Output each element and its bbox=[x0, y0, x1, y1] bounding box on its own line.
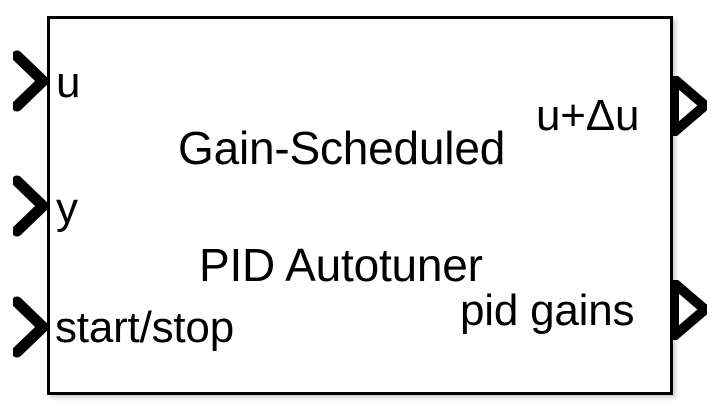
input-label-start-stop: start/stop bbox=[55, 303, 234, 352]
output-port-triangle-icon bbox=[671, 280, 707, 340]
output-port-u-plus-delta-u[interactable] bbox=[671, 76, 707, 136]
input-port-u[interactable] bbox=[13, 50, 49, 112]
block-name-line-1: Gain-Scheduled bbox=[178, 122, 506, 174]
input-label-y: y bbox=[56, 184, 78, 233]
block-name-line-2: PID Autotuner bbox=[199, 239, 483, 291]
output-label-pid-gains: pid gains bbox=[460, 286, 635, 335]
output-port-pid-gains[interactable] bbox=[671, 280, 707, 340]
input-port-chevron-icon bbox=[13, 175, 49, 237]
input-port-chevron-icon bbox=[13, 296, 49, 358]
output-label-u-plus-delta-u: u+Δu bbox=[536, 91, 640, 140]
autotuner-block-body[interactable] bbox=[47, 16, 673, 395]
input-port-y[interactable] bbox=[13, 175, 49, 237]
output-port-triangle-icon bbox=[671, 76, 707, 136]
input-port-start-stop[interactable] bbox=[13, 296, 49, 358]
input-label-u: u bbox=[56, 58, 81, 107]
input-port-chevron-icon bbox=[13, 50, 49, 112]
